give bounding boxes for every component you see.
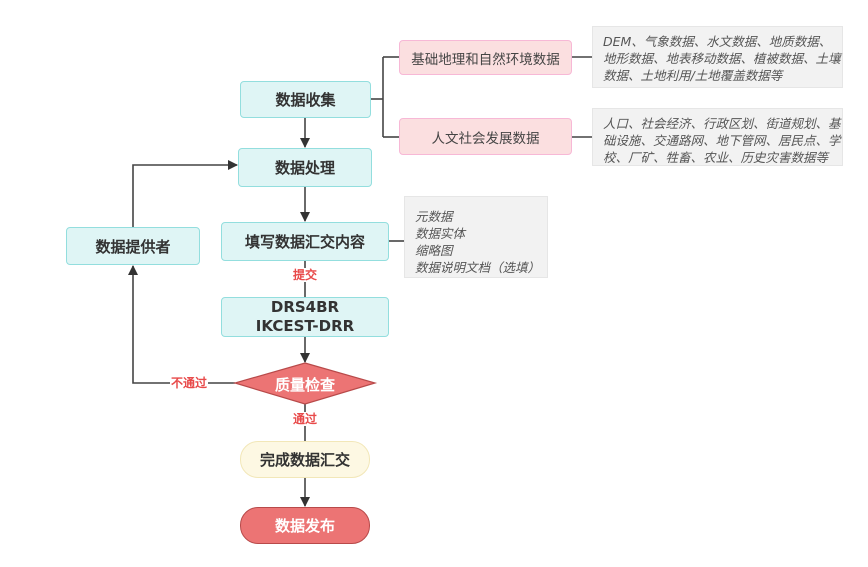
node-data-publish[interactable]: 数据发布 [240, 507, 370, 544]
note-line: 数据实体 [415, 226, 466, 241]
node-category-social-label: 人文社会发展数据 [431, 130, 540, 147]
note-natural-data: DEM、气象数据、水文数据、地质数据、 地形数据、地表移动数据、植被数据、土壤 … [592, 26, 843, 88]
node-platform[interactable]: DRS4BR IKCEST-DRR [221, 297, 389, 337]
note-social-data: 人口、社会经济、行政区划、街道规划、基 础设施、交通路网、地下管网、居民点、学 … [592, 108, 843, 166]
edge-label-fail: 不通过 [170, 376, 209, 390]
note-line: 数据、土地利用/土地覆盖数据等 [603, 68, 783, 83]
node-fill-submission[interactable]: 填写数据汇交内容 [221, 222, 389, 261]
node-data-provider[interactable]: 数据提供者 [66, 227, 200, 265]
note-line: 人口、社会经济、行政区划、街道规划、基 [603, 116, 841, 131]
edge-provider-to-process [132, 160, 238, 227]
note-line: 数据说明文档（选填） [415, 260, 541, 275]
edge-label-pass: 通过 [292, 412, 319, 426]
note-line: 元数据 [415, 209, 453, 224]
note-line: 地形数据、地表移动数据、植被数据、土壤 [603, 51, 841, 66]
node-submission-complete-label: 完成数据汇交 [259, 451, 350, 469]
node-data-provider-label: 数据提供者 [95, 237, 171, 256]
node-quality-check[interactable]: 质量检查 [265, 374, 345, 395]
node-category-natural[interactable]: 基础地理和自然环境数据 [399, 40, 572, 75]
note-line: 校、厂矿、牲畜、农业、历史灾害数据等 [603, 150, 829, 165]
node-platform-label-1: DRS4BR [270, 298, 340, 316]
note-line: 缩略图 [415, 243, 453, 258]
node-data-collection[interactable]: 数据收集 [240, 81, 371, 118]
node-fill-submission-label: 填写数据汇交内容 [244, 233, 365, 251]
decision-diamond-shape [232, 362, 378, 405]
node-submission-complete[interactable]: 完成数据汇交 [240, 441, 370, 478]
note-submission-contents: 元数据 数据实体 缩略图 数据说明文档（选填） [404, 196, 548, 278]
note-line: DEM、气象数据、水文数据、地质数据、 [603, 34, 832, 49]
node-quality-check-label: 质量检查 [274, 376, 335, 394]
node-data-collection-label: 数据收集 [275, 91, 336, 109]
edge-check-to-provider [128, 265, 235, 384]
node-data-processing-label: 数据处理 [274, 159, 335, 177]
edge-label-submit: 提交 [292, 268, 319, 282]
node-data-publish-label: 数据发布 [274, 517, 335, 535]
node-category-social[interactable]: 人文社会发展数据 [399, 118, 572, 155]
node-platform-label-2: IKCEST-DRR [255, 317, 355, 335]
node-category-natural-label: 基础地理和自然环境数据 [411, 51, 560, 68]
note-line: 础设施、交通路网、地下管网、居民点、学 [603, 133, 841, 148]
node-data-processing[interactable]: 数据处理 [238, 148, 372, 187]
